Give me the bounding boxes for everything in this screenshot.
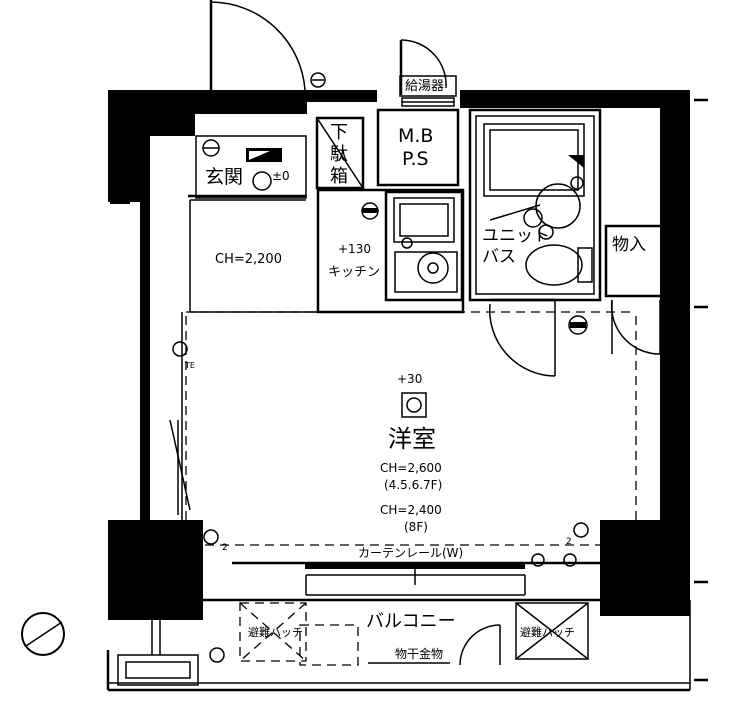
kitchen: +130 キッチン	[316, 188, 465, 314]
storage: 物入	[568, 224, 664, 355]
unit-bath-label-1: ユニット	[482, 226, 550, 246]
unit-bath-label-2: バス	[482, 247, 516, 267]
main-room-label: 洋室	[388, 425, 436, 453]
main-ceiling-height-2: CH=2,400	[380, 503, 442, 517]
storage-label: 物入	[612, 235, 646, 255]
water-heater-area: 給湯器	[399, 39, 457, 107]
unit-bath: ユニット バス	[468, 108, 602, 377]
water-heater-label: 給湯器	[405, 79, 444, 94]
main-room: TE 2 2 +30 洋室 CH=2,600 (4.5.6.7F) CH=2,4…	[169, 311, 637, 553]
shoe-box: 下 駄 箱	[315, 116, 365, 190]
main-ceiling-floors-1: (4.5.6.7F)	[384, 478, 442, 492]
balcony: 避難ハッチ バルコニー 避難ハッチ 物干金物	[106, 598, 691, 692]
genkan: 玄関 ±0	[188, 135, 307, 201]
curtain-rail: カーテンレール(W)	[232, 546, 600, 596]
shoe-box-label-3: 箱	[330, 166, 348, 187]
main-ceiling-floors-2: (8F)	[404, 520, 428, 534]
evac-hatch-label-right: 避難ハッチ	[520, 625, 575, 639]
entrance-level: ±0	[272, 169, 290, 183]
outlet-circuit-right: 2	[566, 537, 572, 547]
kitchen-level: +130	[338, 242, 371, 256]
phone-outlet-label: TE	[184, 361, 195, 370]
laundry-rail-label: 物干金物	[395, 646, 443, 661]
dimension-ticks	[694, 98, 708, 682]
evac-hatch-label-left: 避難ハッチ	[248, 625, 303, 639]
curtain-rail-label: カーテンレール(W)	[358, 546, 463, 560]
corridor: CH=2,200	[189, 200, 318, 313]
shoe-box-label-1: 下	[330, 122, 348, 143]
mbps-label-1: M.B	[398, 125, 433, 147]
structural-walls	[108, 90, 690, 620]
kitchen-label: キッチン	[328, 265, 380, 280]
corridor-ceiling-height: CH=2,200	[215, 252, 282, 267]
mbps-label-2: P.S	[402, 148, 429, 170]
entrance-door	[209, 0, 326, 91]
entrance-label: 玄関	[205, 166, 243, 188]
main-ceiling-height-1: CH=2,600	[380, 461, 442, 475]
compass-icon	[21, 612, 65, 656]
outlet-circuit-left: 2	[222, 543, 228, 553]
balcony-label: バルコニー	[366, 611, 456, 632]
main-room-level: +30	[397, 372, 422, 386]
mbps-shaft: M.B P.S	[376, 108, 460, 187]
shoe-box-label-2: 駄	[330, 144, 348, 165]
